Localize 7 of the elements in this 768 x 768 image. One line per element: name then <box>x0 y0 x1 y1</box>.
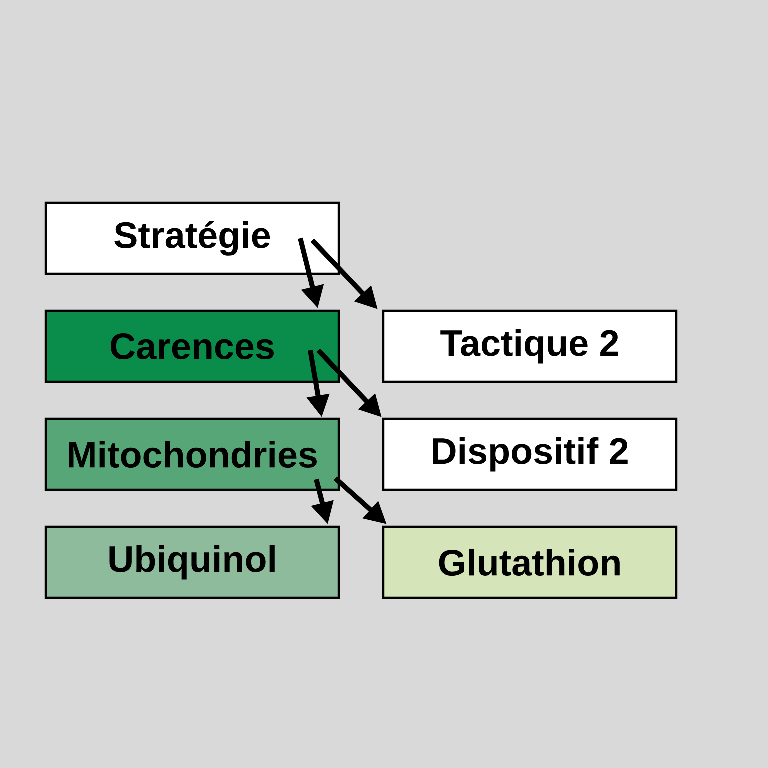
text-box: Carences <box>44 310 340 384</box>
text-box: Glutathion <box>382 526 678 600</box>
text-box: Stratégie <box>44 202 340 276</box>
text-box: Tactique 2 <box>382 310 678 384</box>
text-box: Dispositif 2 <box>382 418 678 492</box>
text-box: Mitochondries <box>44 418 340 492</box>
text-box: Ubiquinol <box>44 526 340 600</box>
